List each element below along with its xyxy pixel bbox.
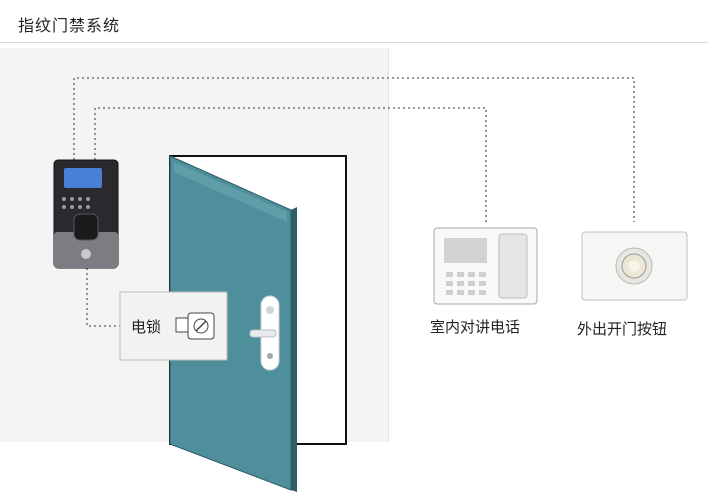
door-highlight [174,162,287,222]
wall-divider [388,48,389,442]
door-icon [169,155,297,492]
wiring [73,77,635,327]
reader-screen [64,168,102,188]
wire-reader-to-intercom [94,107,487,222]
door-keyhole [267,353,273,359]
exit-button-label: 外出开门按钮 [577,320,668,338]
intercom-label: 室内对讲电话 [430,318,521,336]
page-title: 指纹门禁系统 [18,16,121,35]
electric-lock-icon [175,312,215,340]
title-divider [0,42,708,43]
door-handle-knob [266,306,274,314]
fingerprint-sensor [73,213,99,241]
fingerprint-reader-icon [53,159,119,269]
exit-button-icon [581,231,688,301]
door-handle-lever [249,329,277,338]
wire-reader-to-exit-button [73,77,635,222]
door-edge [291,207,297,492]
lock-label: 电锁 [131,318,162,336]
intercom-phone-icon [433,227,538,305]
wire-reader-to-lock [86,268,122,327]
